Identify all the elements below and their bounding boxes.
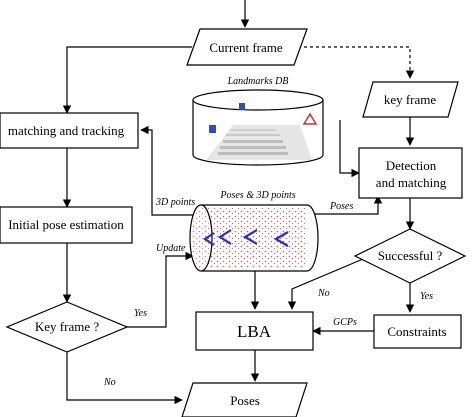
- sign-blue-icon: [209, 125, 216, 133]
- edge-label-yes-right: Yes: [420, 291, 433, 302]
- lba-label: LBA: [237, 322, 272, 341]
- sign-blue-icon: [239, 103, 245, 110]
- successful-label: Successful ?: [378, 248, 443, 263]
- point-cloud: [204, 208, 305, 268]
- initial-pose-label: Initial pose estimation: [8, 217, 124, 232]
- edge-keyframe-no-to-poses: [66, 352, 183, 405]
- pose-marker-icon: [273, 231, 289, 247]
- edge-label-gcps: GCPs: [333, 317, 357, 328]
- edge-label-no-bottom: No: [103, 377, 116, 388]
- lba-node: [195, 311, 314, 351]
- pose-marker-icon: [242, 229, 258, 245]
- pose-marker-icon: [203, 232, 215, 246]
- initial-pose-node: [0, 206, 133, 244]
- edge-label-poses: Poses: [329, 201, 353, 212]
- matching-tracking-label: matching and tracking: [8, 123, 125, 138]
- keyframe-top-node: [362, 81, 459, 118]
- poses-output-label: Poses: [230, 393, 260, 408]
- edge-label-no-right: No: [317, 288, 330, 299]
- road-markings: [206, 125, 312, 160]
- detection-matching-label-line2: and matching: [376, 175, 447, 190]
- edge-label-yes-left: Yes: [134, 308, 147, 319]
- edge-current-to-matching: [62, 46, 192, 114]
- poses-db-title: Poses & 3D points: [219, 190, 295, 201]
- landmarks-db: [192, 89, 324, 166]
- edge-label-update: Update: [156, 243, 186, 254]
- landmarks-db-title: Landmarks DB: [227, 76, 289, 87]
- successful-decision-node: [353, 228, 467, 284]
- current-frame-label: Current frame: [209, 40, 283, 55]
- edge-posesdb-to-matching: [140, 125, 200, 216]
- edge-keyframe-yes-to-posesdb: [127, 251, 194, 328]
- pose-marker-icon: [217, 229, 232, 245]
- keyframe-decision-label: Key frame ?: [35, 319, 99, 334]
- poses-3dpoints-db: [189, 204, 319, 272]
- detection-matching-label-line1: Detection: [386, 158, 437, 173]
- keyframe-top-label: key frame: [384, 92, 437, 107]
- edge-landmarks-to-detection: [339, 120, 360, 178]
- landmarks-db-top: [192, 89, 324, 111]
- current-frame-node: [186, 28, 308, 66]
- edge-label-3dpoints: 3D points: [155, 197, 195, 208]
- edge-current-to-keyframe-dashed: [298, 46, 415, 79]
- constraints-label: Constraints: [387, 324, 446, 339]
- edge-posesdb-to-detection: [312, 195, 383, 215]
- constraints-node: [373, 314, 462, 349]
- warning-sign-icon: [302, 112, 318, 125]
- keyframe-decision-node: [5, 301, 129, 353]
- matching-tracking-node: [0, 112, 139, 149]
- poses-output-node: [181, 382, 308, 417]
- edge-successful-no-to-lba: [287, 258, 364, 310]
- pose-markers: [203, 229, 289, 247]
- detection-matching-node: [358, 147, 463, 199]
